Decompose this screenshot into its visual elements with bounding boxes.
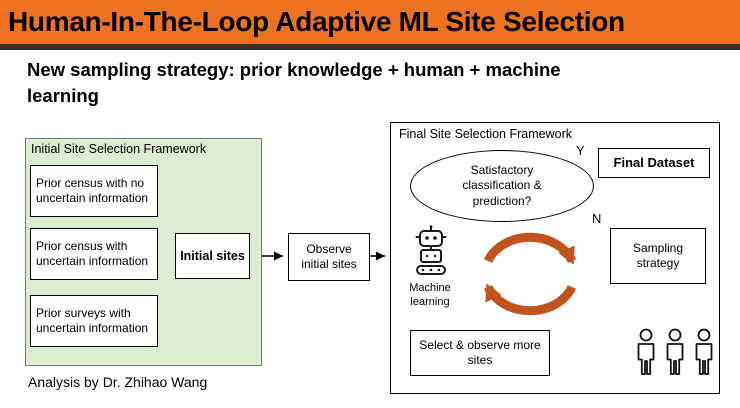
sampling-strategy-box: Sampling strategy bbox=[610, 228, 706, 284]
attribution-text: Analysis by Dr. Zhihao Wang bbox=[28, 374, 208, 390]
decision-ellipse: Satisfactory classification & prediction… bbox=[410, 150, 594, 222]
machine-learning-label: Machine learning bbox=[409, 282, 451, 308]
slide-title: Human-In-The-Loop Adaptive ML Site Selec… bbox=[8, 6, 625, 37]
initial-sites-box: Initial sites bbox=[175, 233, 250, 279]
title-banner: Human-In-The-Loop Adaptive ML Site Selec… bbox=[0, 0, 740, 44]
subtitle: New sampling strategy: prior knowledge +… bbox=[27, 59, 561, 106]
banner-rule bbox=[0, 44, 740, 50]
observe-initial-sites-box: Observe initial sites bbox=[288, 233, 370, 281]
people-group-icon bbox=[637, 328, 713, 375]
select-observe-box: Select & observe more sites bbox=[410, 330, 550, 376]
final-framework-title: Final Site Selection Framework bbox=[399, 127, 572, 141]
final-dataset-box: Final Dataset bbox=[598, 148, 710, 178]
prior-census-uncertain-box: Prior census with uncertain information bbox=[30, 228, 158, 280]
prior-surveys-uncertain-box: Prior surveys with uncertain information bbox=[30, 295, 158, 347]
yes-branch-label: Y bbox=[576, 143, 585, 158]
prior-census-no-uncertain-box: Prior census with no uncertain informati… bbox=[30, 165, 158, 217]
robot-icon bbox=[415, 225, 447, 275]
feedback-loop-icon bbox=[483, 232, 577, 316]
no-branch-label: N bbox=[592, 211, 602, 226]
initial-framework-title: Initial Site Selection Framework bbox=[31, 142, 207, 156]
